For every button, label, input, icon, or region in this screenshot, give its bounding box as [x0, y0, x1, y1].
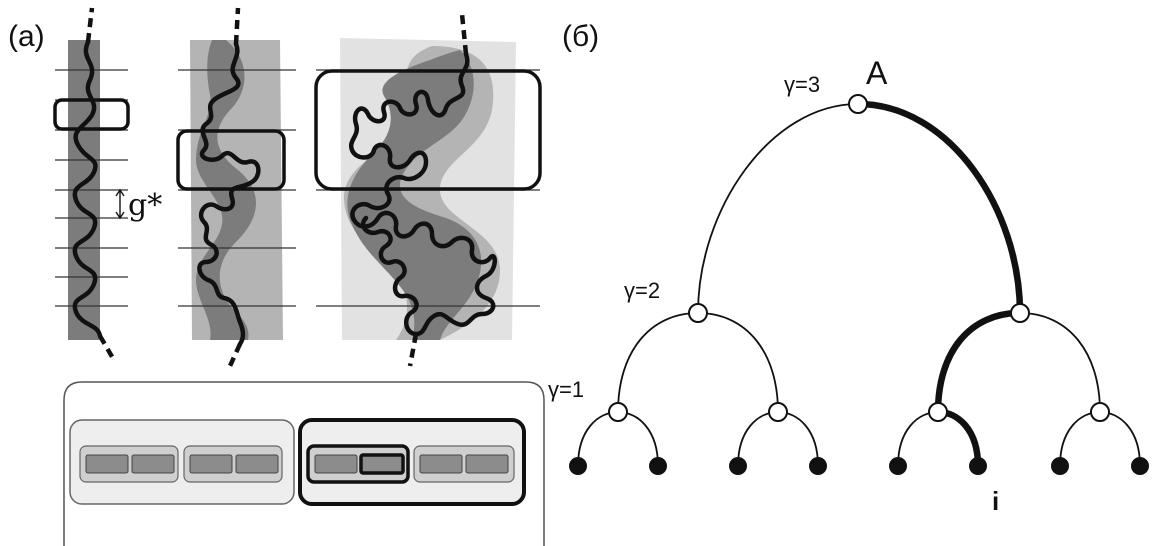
column-1-chain-top-dash [85, 7, 95, 43]
column-3-chain-top-dash [459, 13, 469, 55]
column-1-highlight-box [53, 98, 130, 131]
column-2-chain-top-dash [233, 7, 241, 45]
tree-edge [617, 312, 699, 413]
tree-leaf-node [649, 457, 667, 475]
blob-column-3 [314, 13, 542, 367]
tree-internal-node [688, 303, 708, 323]
hierarchy-schematic [63, 381, 545, 546]
tree-root-node [848, 94, 868, 114]
column-1-chain [72, 39, 103, 339]
g-star-label: g* [128, 188, 162, 223]
tree-edge [897, 411, 939, 467]
tree-internal-node [768, 402, 788, 422]
g-star-marker [115, 188, 125, 220]
schematic-cell [465, 454, 509, 474]
leaf-label-i: i [992, 486, 999, 516]
tree-nodes [569, 94, 1149, 475]
tree-leaf-node [889, 457, 907, 475]
schematic-cell-highlighted [359, 453, 405, 475]
blob-column-2 [176, 7, 296, 367]
column-1-chain-bottom-dash [98, 334, 116, 362]
column-3-band-dark [347, 50, 482, 340]
schematic-cell [131, 454, 175, 474]
tree-edge [697, 312, 779, 413]
tree-internal-node [1090, 402, 1110, 422]
panel-b-label: (б) [562, 20, 599, 53]
hierarchy-tree [577, 100, 1141, 467]
schematic-left-box [69, 419, 295, 505]
blob-column-1: g* [53, 7, 162, 362]
tree-edge [1019, 312, 1101, 413]
column-2-chain-bottom-dash [227, 343, 243, 367]
tree-edge-path [857, 100, 1024, 314]
level-label-3: γ=3 [784, 72, 820, 97]
level-label-2: γ=2 [624, 278, 660, 303]
panel-a-label: (a) [8, 20, 45, 53]
tree-leaf-node-i [969, 457, 987, 475]
schematic-cell [419, 454, 463, 474]
tree-leaf-node [1131, 457, 1149, 475]
schematic-cell [235, 454, 279, 474]
tree-edge-path [937, 408, 982, 467]
tree-leaf-node [809, 457, 827, 475]
column-3-chain [348, 51, 497, 337]
tree-edge [697, 103, 859, 314]
root-label: A [866, 55, 888, 91]
column-2-chain [197, 41, 261, 347]
column-3-chain-bottom-dash [407, 333, 419, 367]
tree-edge-path [934, 309, 1021, 413]
schematic-cell [189, 454, 233, 474]
tree-internal-node [1010, 303, 1030, 323]
tree-internal-node [608, 402, 628, 422]
tree-leaf-node [729, 457, 747, 475]
column-3-highlight-box [314, 69, 542, 191]
level-label-1: γ=1 [548, 377, 584, 402]
tree-internal-node [928, 402, 948, 422]
tree-leaf-node [569, 457, 587, 475]
column-2-highlight-box [176, 129, 286, 191]
schematic-cell [314, 454, 358, 474]
schematic-cell [85, 454, 129, 474]
tree-leaf-node [1051, 457, 1069, 475]
